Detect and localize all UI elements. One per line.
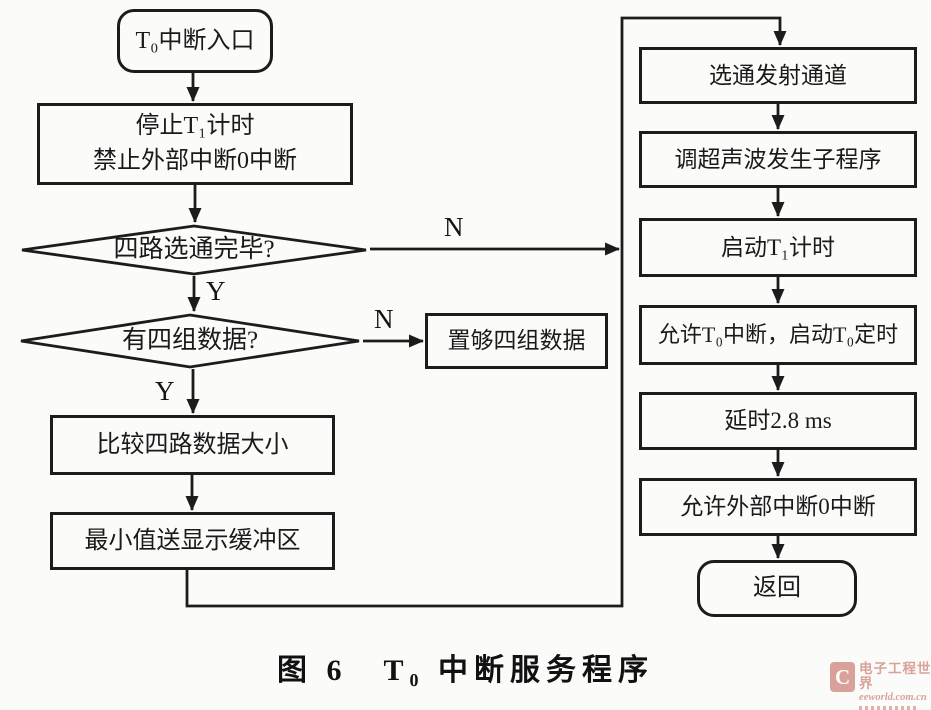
node-label: 比较四路数据大小 [96, 431, 289, 458]
node-label: 启动T₁计时 [720, 234, 836, 260]
node-stop-t1-disable-int0: 停止T₁计时 禁止外部中断0中断 [37, 103, 353, 185]
decision-four-channel-gating-done: 四路选通完毕? [18, 224, 370, 276]
node-label: 延时2.8 ms [724, 408, 832, 434]
branch-label-no-decision2: N [374, 304, 394, 334]
node-enable-external-interrupt0: 允许外部中断0中断 [639, 478, 917, 536]
node-min-value-to-display-buffer: 最小值送显示缓冲区 [50, 512, 335, 570]
watermark-site-name: 电子工程世界 [859, 661, 931, 691]
figure-caption: 图 6 T₀ 中断服务程序 [276, 654, 654, 687]
node-label: 最小值送显示缓冲区 [84, 527, 301, 554]
eeworld-logo-icon: C [830, 662, 856, 692]
eeworld-watermark: C 电子工程世界 eeworld.com.cn [830, 661, 931, 710]
node-gate-transmit-channel: 选通发射通道 [639, 47, 917, 104]
watermark-tagline [859, 706, 918, 710]
decision-label: 有四组数据? [121, 326, 259, 354]
node-label: 停止T₁计时 禁止外部中断0中断 [93, 113, 297, 174]
node-label: 允许外部中断0中断 [680, 494, 876, 520]
watermark-site-domain: eeworld.com.cn [859, 691, 927, 703]
branch-label-yes-decision2: Y [155, 376, 175, 406]
node-label: T₀中断入口 [135, 27, 255, 54]
node-label: 置够四组数据 [447, 328, 586, 354]
node-set-four-data-groups: 置够四组数据 [425, 313, 608, 369]
watermark-text: 电子工程世界 eeworld.com.cn [859, 661, 931, 710]
node-compare-four-channel-data: 比较四路数据大小 [50, 415, 335, 475]
node-start-t1-timing: 启动T₁计时 [639, 218, 917, 277]
node-label: 允许T₀中断，启动T₀定时 [657, 322, 899, 348]
node-call-ultrasonic-subroutine: 调超声波发生子程序 [639, 131, 917, 188]
node-label: 返回 [753, 575, 801, 602]
node-enable-t0-interrupt-start-t0-timer: 允许T₀中断，启动T₀定时 [639, 305, 917, 365]
node-label: 选通发射通道 [709, 62, 847, 88]
node-return: 返回 [697, 560, 857, 617]
decision-label: 四路选通完毕? [113, 235, 275, 263]
branch-label-yes-decision1: Y [206, 276, 226, 306]
feedback-loop-line [185, 16, 787, 608]
diamond-shape [20, 313, 360, 369]
node-delay-2point8-ms: 延时2.8 ms [639, 392, 917, 450]
decision-have-four-data-groups: 有四组数据? [17, 313, 363, 369]
branch-label-no-decision1: N [444, 212, 464, 242]
node-label: 调超声波发生子程序 [674, 146, 882, 172]
diamond-shape [21, 224, 367, 276]
node-t0-interrupt-entry: T₀中断入口 [117, 9, 273, 73]
